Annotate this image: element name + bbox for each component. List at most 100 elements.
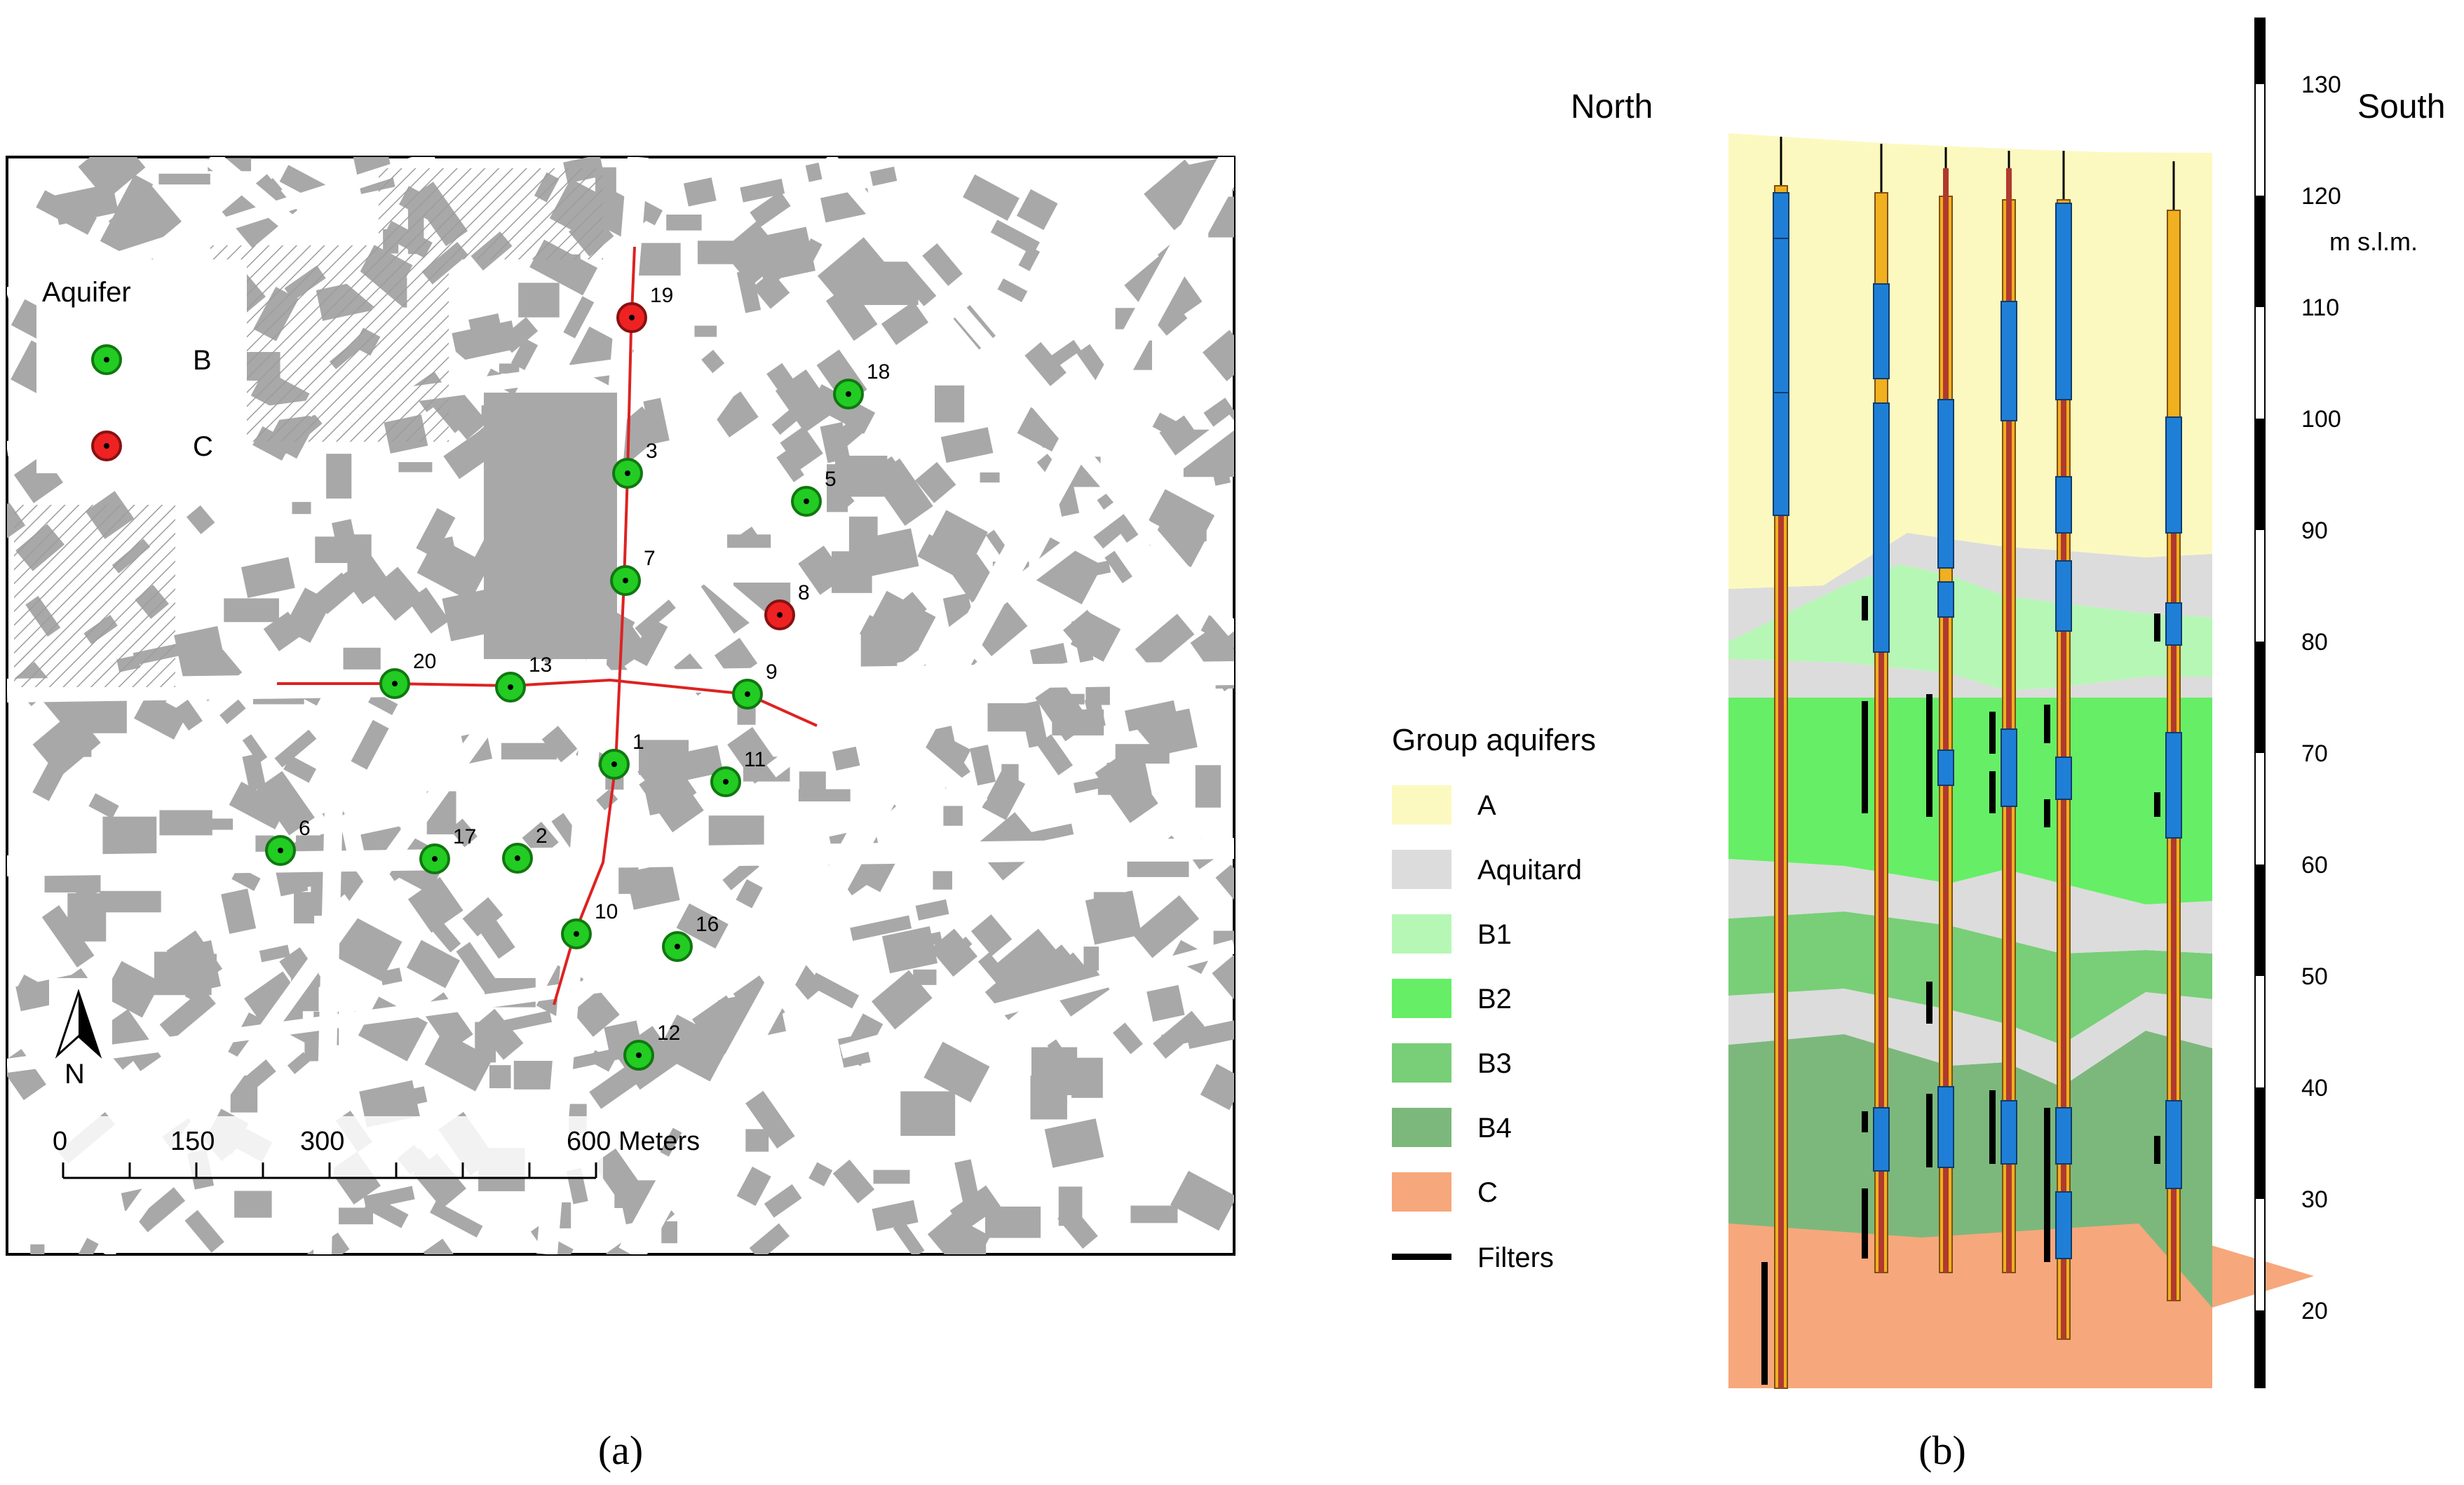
well-label: 2: [536, 825, 548, 848]
building-block: [736, 269, 761, 313]
borehole-gravel-segment: [1773, 392, 1789, 516]
well-19[interactable]: 19: [616, 284, 673, 333]
filters-legend-swatch: [1392, 1254, 1451, 1260]
borehole-gravel-segment: [2055, 1191, 2072, 1259]
unit-label: B4: [1477, 1113, 1512, 1144]
well-7[interactable]: 7: [610, 547, 656, 596]
well-marker-dot: [623, 578, 628, 583]
building-block: [893, 1221, 925, 1254]
well-1[interactable]: 1: [599, 731, 644, 780]
building-block: [637, 742, 696, 799]
borehole-filter: [1989, 1090, 1996, 1164]
well-8[interactable]: 8: [764, 581, 810, 630]
building-block: [1146, 984, 1185, 1022]
building-block: [501, 742, 557, 760]
well-12[interactable]: 12: [623, 1022, 680, 1071]
well-13[interactable]: 13: [495, 653, 552, 703]
building-block: [987, 703, 1029, 732]
building-block: [1031, 1047, 1078, 1096]
axis-tick-label: 70: [2301, 740, 2328, 767]
building-block: [740, 178, 785, 203]
building-block: [1063, 609, 1094, 638]
borehole: [1761, 137, 1789, 1389]
layer-b4: [1728, 1031, 2212, 1308]
building-block: [407, 876, 463, 933]
building-block: [859, 615, 916, 659]
borehole-gravel-segment: [1937, 581, 1954, 618]
unit-swatch: [1392, 979, 1451, 1018]
building-block: [833, 489, 855, 510]
building-block: [283, 755, 317, 783]
well-2[interactable]: 2: [502, 825, 548, 874]
building-block: [572, 989, 620, 1037]
well-label: 5: [825, 468, 837, 491]
axis-tick-label: 50: [2301, 963, 2328, 990]
building-block: [368, 691, 398, 715]
building-block: [771, 389, 823, 435]
borehole-filter: [2044, 705, 2050, 743]
well-5[interactable]: 5: [791, 468, 837, 517]
building-block: [994, 928, 1069, 1002]
building-block: [1090, 517, 1123, 549]
building-block: [1036, 734, 1073, 775]
well-11[interactable]: 11: [710, 748, 766, 797]
well-18[interactable]: 18: [833, 360, 890, 409]
building-block: [872, 1200, 919, 1231]
building-block: [180, 977, 205, 999]
unit-swatch: [1392, 1108, 1451, 1147]
building-block: [332, 519, 355, 541]
layer-b3: [1728, 911, 2212, 1045]
scale-label-600: 600 Meters: [567, 1127, 700, 1156]
well-17[interactable]: 17: [419, 825, 476, 874]
building-block: [940, 427, 994, 463]
well-10[interactable]: 10: [561, 900, 618, 949]
well-9[interactable]: 9: [732, 660, 778, 710]
borehole-gravel-segment: [2055, 560, 2072, 632]
legend-b-marker-dot: [104, 357, 109, 362]
building-block: [1084, 697, 1106, 729]
building-block: [1132, 714, 1169, 754]
building-block: [100, 890, 161, 913]
borehole-filter: [1862, 1111, 1868, 1132]
building-block: [234, 1191, 272, 1218]
borehole-gravel-segment: [2165, 416, 2182, 534]
well-6[interactable]: 6: [265, 817, 311, 866]
well-marker-dot: [804, 499, 809, 504]
borehole-gravel-segment: [2001, 1100, 2017, 1165]
axis-bar: [2254, 18, 2266, 1388]
building-block: [1074, 774, 1116, 794]
borehole: [2044, 151, 2072, 1340]
building-block: [997, 278, 1028, 303]
well-16[interactable]: 16: [662, 913, 719, 962]
building-block: [173, 699, 203, 731]
building-block: [221, 888, 257, 935]
well-20[interactable]: 20: [379, 650, 436, 699]
building-block: [745, 1090, 795, 1149]
legend-c-marker-dot: [104, 443, 109, 449]
well-3[interactable]: 3: [612, 440, 658, 489]
building-block: [881, 925, 938, 974]
section-panel: North South m s.l.m. 1301201101009080706…: [1392, 18, 2445, 1473]
building-block: [1170, 1170, 1234, 1231]
building-block: [927, 1209, 982, 1254]
building-block: [449, 818, 478, 848]
axis-tick-label: 110: [2301, 294, 2339, 321]
building-block: [1135, 613, 1195, 670]
borehole-filter: [1862, 701, 1868, 813]
legend-c-label: C: [193, 431, 213, 462]
building-block: [489, 1065, 511, 1089]
south-label: South: [2357, 88, 2445, 126]
building-block: [570, 1047, 623, 1069]
building-block: [1190, 624, 1234, 692]
building-block: [518, 283, 560, 318]
borehole: [2154, 161, 2182, 1301]
building-block: [78, 157, 146, 201]
building-block: [32, 763, 65, 801]
building-block: [832, 1159, 875, 1204]
well-label: 19: [650, 284, 673, 307]
axis-segment: [2256, 307, 2264, 419]
layer-b1: [1728, 564, 2212, 691]
building-block: [263, 611, 304, 651]
